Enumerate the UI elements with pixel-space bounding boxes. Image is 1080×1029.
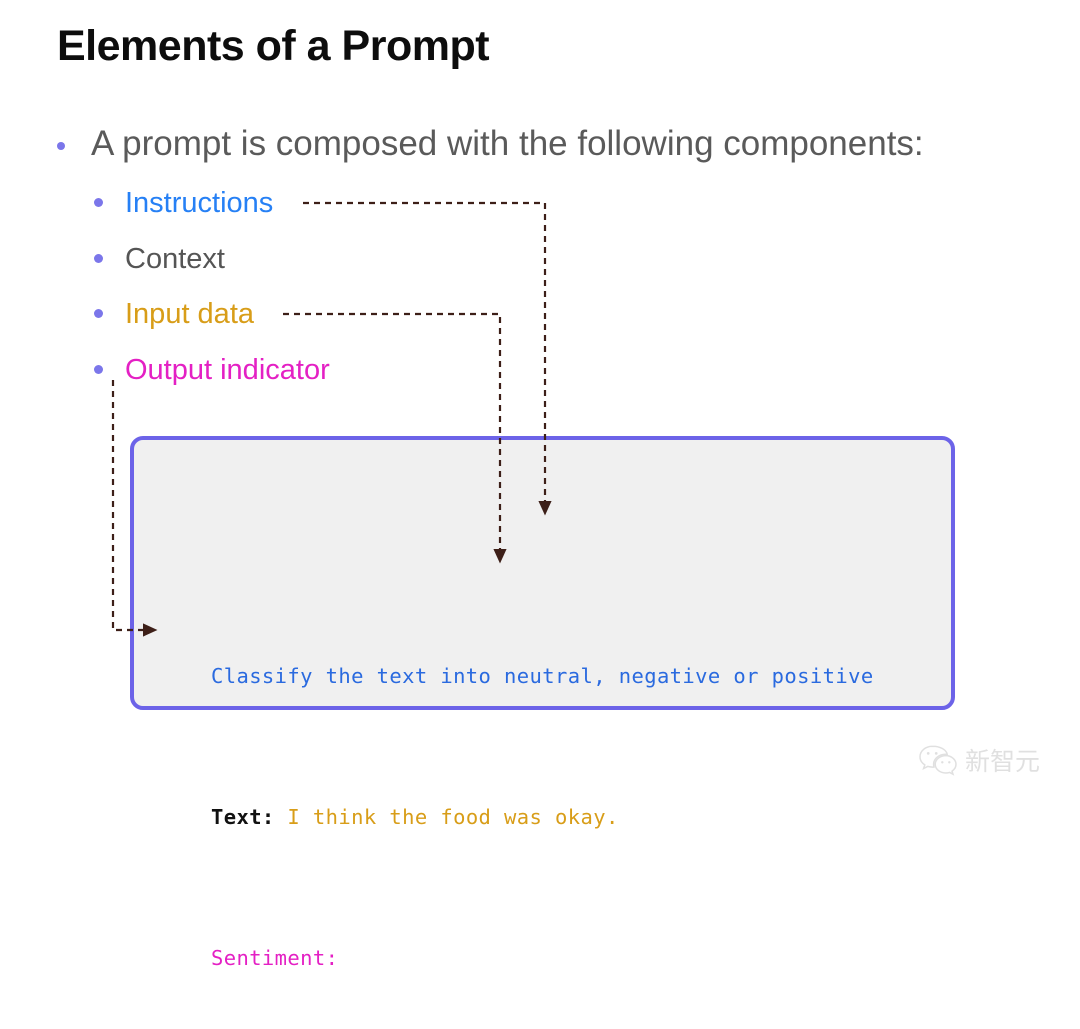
- bullet-dot-icon: [94, 198, 103, 207]
- component-item-context: Context: [94, 243, 225, 276]
- prompt-output-indicator-text: Sentiment:: [210, 946, 339, 970]
- component-label-context: Context: [125, 243, 225, 275]
- bullet-dot-icon: [57, 142, 65, 150]
- bullet-dot-icon: [94, 309, 103, 318]
- intro-bullet-row: A prompt is composed with the following …: [57, 124, 924, 164]
- component-label-input-data: Input data: [125, 298, 254, 330]
- prompt-line-input-data: Text: I think the food was okay.: [160, 747, 874, 829]
- component-label-output-indicator: Output indicator: [125, 354, 330, 386]
- watermark-label: 新智元: [965, 747, 1041, 776]
- wechat-icon: [919, 745, 957, 776]
- prompt-line-output-indicator: Sentiment:: [160, 888, 874, 970]
- bullet-dot-icon: [94, 365, 103, 374]
- prompt-instruction-text: Classify the text into neutral, negative…: [210, 664, 874, 688]
- intro-bullet-label: A prompt is composed with the following …: [91, 124, 924, 163]
- prompt-example-text: Classify the text into neutral, negative…: [160, 512, 874, 982]
- component-item-output-indicator: Output indicator: [94, 354, 330, 387]
- component-item-instructions: Instructions: [94, 187, 273, 220]
- component-label-instructions: Instructions: [125, 187, 274, 219]
- page-title: Elements of a Prompt: [57, 22, 490, 70]
- bullet-dot-icon: [94, 254, 103, 263]
- prompt-line-instruction: Classify the text into neutral, negative…: [160, 606, 874, 688]
- watermark: 新智元: [918, 742, 1040, 778]
- component-item-input-data: Input data: [94, 298, 254, 331]
